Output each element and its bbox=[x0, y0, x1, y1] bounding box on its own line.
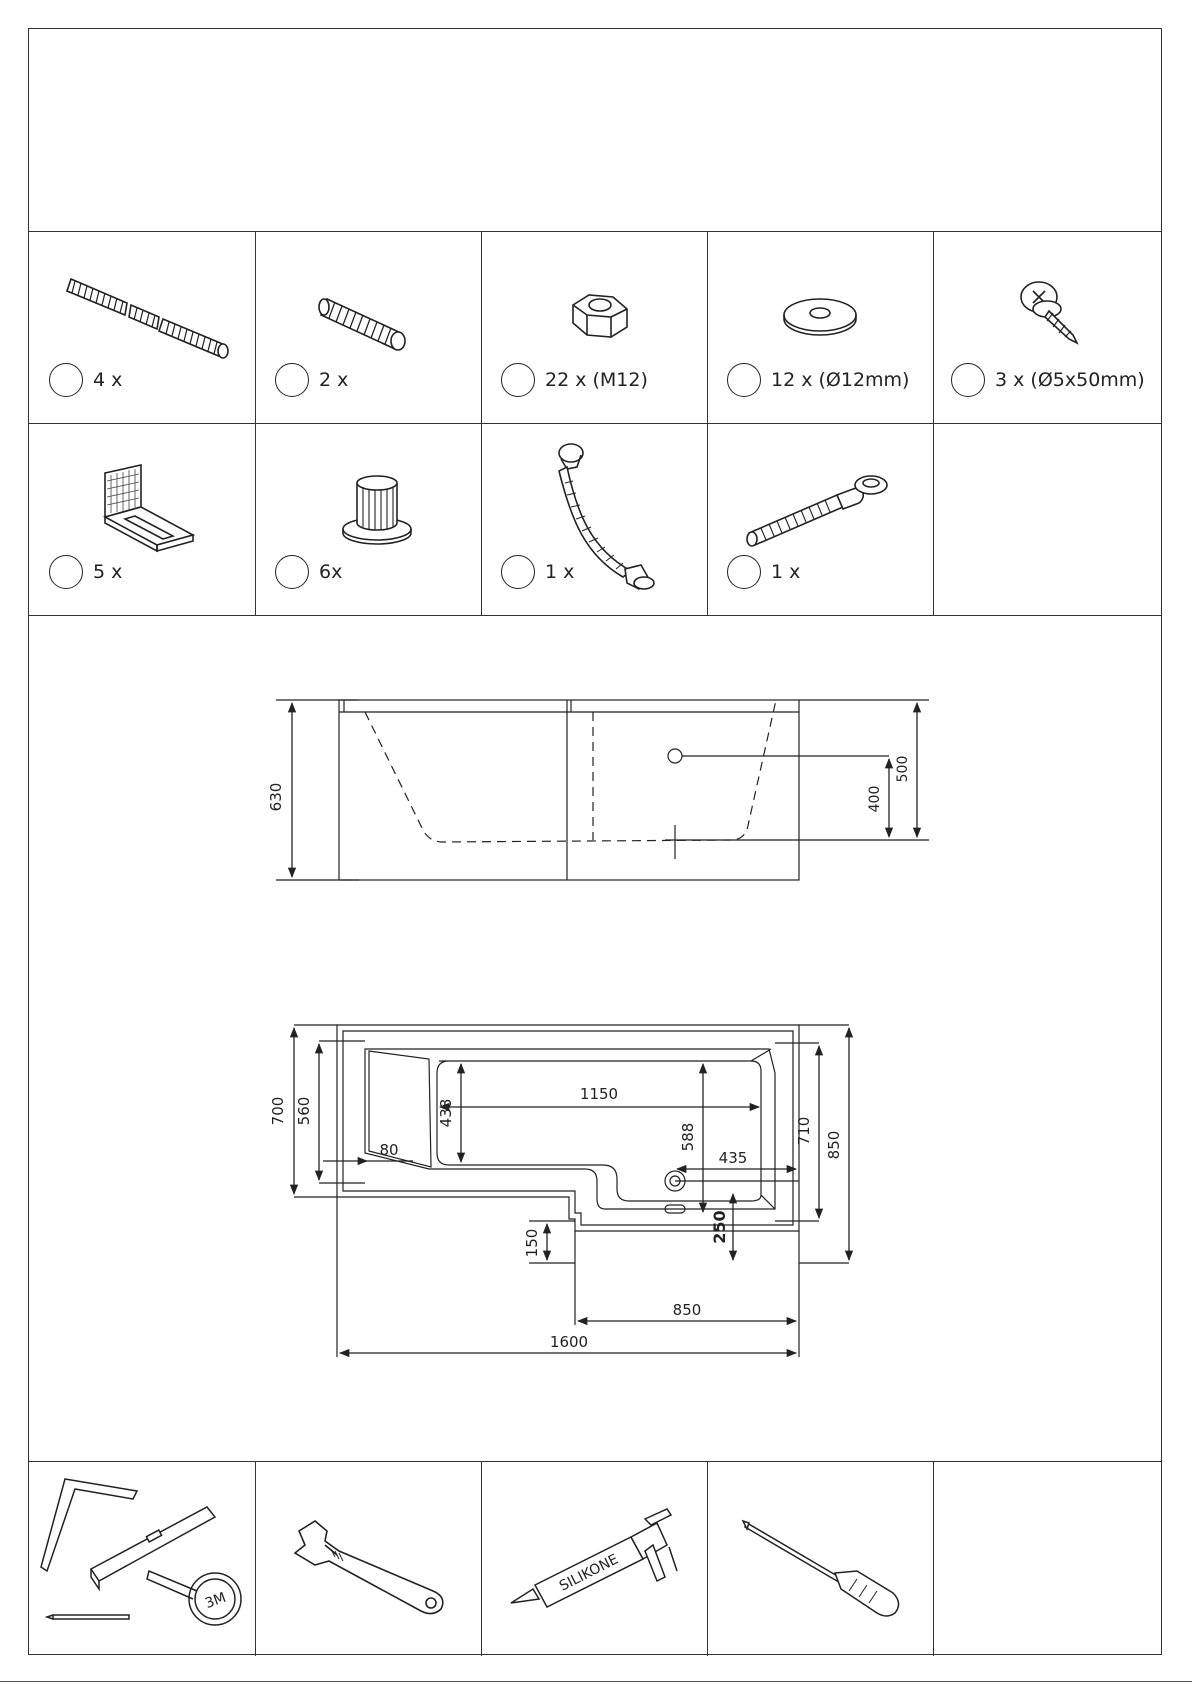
screwdriver-icon bbox=[707, 1461, 933, 1656]
part-quantity: 4 x bbox=[93, 369, 122, 391]
tool-cell-screwdriver bbox=[707, 1461, 933, 1656]
part-quantity: 3 x (Ø5x50mm) bbox=[995, 369, 1145, 391]
bath-side-elevation: 630 400 500 bbox=[29, 615, 1163, 915]
dim-height-overflow: 400 bbox=[867, 786, 883, 813]
part-cell-threaded-rod-short: 2 x bbox=[255, 231, 481, 423]
part-cell-screw: 3 x (Ø5x50mm) bbox=[933, 231, 1163, 423]
part-cell-threaded-rod-long: 4 x bbox=[29, 231, 255, 423]
dim-850-depth: 850 bbox=[825, 1131, 843, 1160]
page-bottom-rule bbox=[0, 1681, 1192, 1682]
part-cell-foot-pad: 6x bbox=[255, 423, 481, 615]
part-cell-wall-bracket: 5 x bbox=[29, 423, 255, 615]
part-cell-flexible-waste-trap: 1 x bbox=[707, 423, 933, 615]
tool-cell-empty bbox=[933, 1461, 1163, 1656]
adjustable-wrench-icon bbox=[255, 1461, 481, 1656]
checkbox[interactable] bbox=[49, 555, 83, 589]
dim-80: 80 bbox=[379, 1141, 398, 1159]
part-quantity: 2 x bbox=[319, 369, 348, 391]
dim-height-total: 630 bbox=[267, 783, 285, 812]
checkbox[interactable] bbox=[951, 363, 985, 397]
checkbox[interactable] bbox=[275, 555, 309, 589]
bath-plan-view: 700 560 438 1150 80 588 435 710 850 150 … bbox=[29, 969, 1163, 1369]
dim-588: 588 bbox=[679, 1123, 697, 1152]
tool-cell-adjustable-wrench bbox=[255, 1461, 481, 1656]
checkbox[interactable] bbox=[727, 555, 761, 589]
dim-850-length: 850 bbox=[673, 1301, 702, 1319]
part-cell-washer: 12 x (Ø12mm) bbox=[707, 231, 933, 423]
part-quantity: 1 x bbox=[545, 561, 574, 583]
checkbox[interactable] bbox=[501, 363, 535, 397]
instruction-sheet: 4 x 2 x bbox=[28, 28, 1162, 1655]
part-quantity: 12 x (Ø12mm) bbox=[771, 369, 909, 391]
part-cell-hex-nut: 22 x (M12) bbox=[481, 231, 707, 423]
checkbox[interactable] bbox=[727, 363, 761, 397]
part-quantity: 5 x bbox=[93, 561, 122, 583]
part-quantity: 22 x (M12) bbox=[545, 369, 648, 391]
dim-height-rim: 500 bbox=[895, 756, 911, 783]
silicone-gun-icon: SILIKONE bbox=[481, 1461, 707, 1656]
dim-150: 150 bbox=[523, 1229, 541, 1258]
checkbox[interactable] bbox=[49, 363, 83, 397]
dim-250: 250 bbox=[710, 1210, 729, 1243]
dim-560: 560 bbox=[295, 1097, 313, 1126]
checkbox[interactable] bbox=[275, 363, 309, 397]
part-quantity: 1 x bbox=[771, 561, 800, 583]
dim-1600: 1600 bbox=[550, 1333, 588, 1351]
dim-438: 438 bbox=[437, 1099, 455, 1128]
dim-435: 435 bbox=[719, 1149, 748, 1167]
measuring-tools-icon: 3M bbox=[29, 1461, 255, 1656]
tool-cell-square-level-tape: 3M bbox=[29, 1461, 255, 1656]
dim-700: 700 bbox=[269, 1097, 287, 1126]
checkbox[interactable] bbox=[501, 555, 535, 589]
part-quantity: 6x bbox=[319, 561, 342, 583]
tool-cell-silicone-gun: SILIKONE bbox=[481, 1461, 707, 1656]
dim-1150: 1150 bbox=[580, 1085, 618, 1103]
part-cell-bath-waste: 1 x bbox=[481, 423, 707, 615]
dim-710: 710 bbox=[795, 1117, 813, 1146]
